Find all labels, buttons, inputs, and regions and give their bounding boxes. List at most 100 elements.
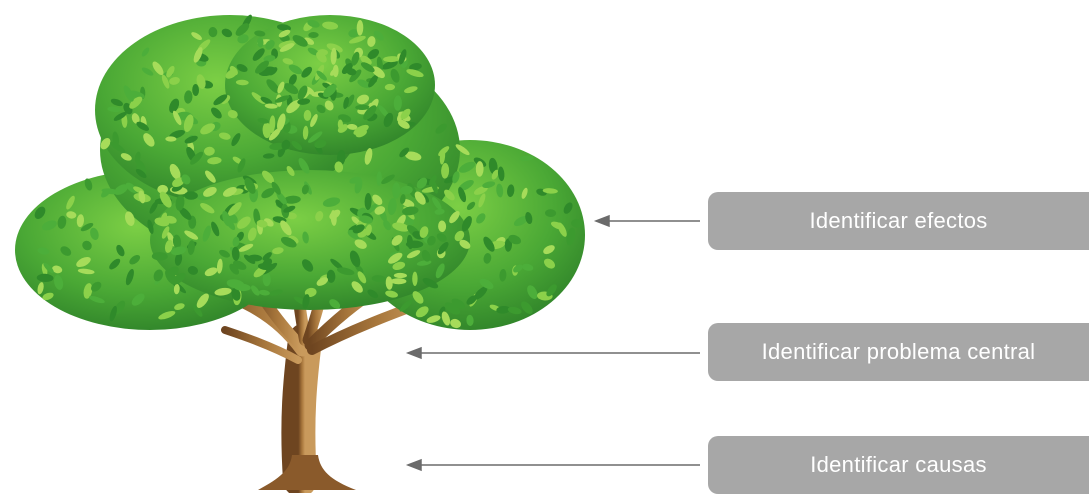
leaf [229, 263, 240, 275]
leaf [37, 247, 50, 255]
leaf [262, 252, 272, 261]
leaf [364, 203, 378, 216]
leaf [161, 226, 170, 239]
leaf [120, 153, 132, 161]
leaf [542, 188, 558, 194]
leaf [264, 103, 278, 109]
leaf [247, 227, 257, 242]
leaf [263, 55, 276, 62]
leaf [261, 187, 275, 199]
leaf [153, 269, 164, 282]
leaf [466, 201, 476, 211]
leaf [257, 37, 264, 48]
leaf [282, 58, 294, 65]
label-text: Identificar causas [810, 452, 987, 477]
leaf [109, 305, 117, 322]
leaf [258, 289, 270, 296]
leaf [497, 166, 505, 182]
leaf [279, 43, 295, 52]
leaf [100, 137, 111, 150]
leaf [158, 310, 176, 320]
leaf [76, 256, 91, 268]
leaf [288, 74, 297, 86]
leaf [357, 271, 367, 284]
leaf [426, 315, 441, 323]
leaf [60, 246, 72, 256]
leaf [232, 236, 240, 247]
leaf [326, 269, 336, 283]
leaf [308, 31, 319, 39]
leaf [37, 282, 44, 295]
leaf [326, 43, 343, 53]
leaf [343, 96, 349, 109]
leaf [419, 226, 429, 238]
leaf [360, 55, 372, 66]
leaf [66, 211, 77, 219]
leaf [272, 247, 284, 255]
leaf [458, 187, 467, 203]
leaf [278, 29, 291, 38]
leaf [283, 83, 299, 95]
leaf [219, 249, 230, 258]
leaf [357, 79, 371, 89]
leaf [409, 63, 422, 71]
leaf [398, 49, 407, 65]
leaf [412, 271, 418, 286]
leaf [390, 68, 400, 83]
leaf [76, 214, 85, 228]
leaf [367, 36, 376, 47]
leaf [256, 219, 268, 228]
leaf [474, 286, 488, 300]
leaf [204, 146, 215, 156]
leaf [187, 240, 195, 255]
leaf [387, 198, 397, 216]
leaf [483, 236, 495, 252]
leaf [330, 258, 344, 270]
leaf [353, 124, 369, 135]
leaf [513, 264, 523, 273]
leaf [88, 296, 105, 304]
label-identificar-causas: Identificar causas [708, 436, 1089, 494]
leaf [262, 122, 272, 139]
leaf [183, 114, 194, 132]
leaf [329, 209, 341, 220]
leaf [452, 171, 460, 184]
leaf [91, 281, 102, 292]
leaf [184, 191, 198, 200]
leaf [110, 98, 123, 107]
leaf [271, 181, 281, 195]
leaf [51, 265, 63, 274]
leaf [280, 236, 297, 248]
leaf [151, 252, 168, 261]
leaf [262, 272, 271, 287]
leaf [193, 47, 203, 63]
tree-illustration [15, 14, 585, 493]
leaf [125, 211, 135, 227]
leaf [172, 234, 182, 249]
leaf [355, 104, 370, 111]
leaf [83, 283, 93, 299]
leaf [435, 263, 445, 279]
leaf [356, 94, 369, 105]
leaf [260, 96, 273, 105]
leaf [451, 298, 465, 309]
leaf [216, 258, 223, 274]
leaf [351, 281, 363, 293]
leaf [336, 267, 355, 276]
leaf [101, 188, 111, 198]
leaf [174, 303, 185, 311]
leaf [233, 283, 251, 292]
leaf [291, 140, 303, 151]
leaf [378, 104, 390, 118]
leaf [227, 109, 238, 119]
leaf [435, 123, 447, 134]
leaf [513, 215, 529, 227]
leaf [458, 179, 474, 191]
leaf [436, 233, 447, 242]
leaf [288, 64, 303, 75]
leaf [66, 195, 75, 210]
leaf [82, 240, 92, 251]
leaf [354, 239, 367, 249]
leaf [310, 113, 318, 128]
leaf [525, 211, 533, 225]
